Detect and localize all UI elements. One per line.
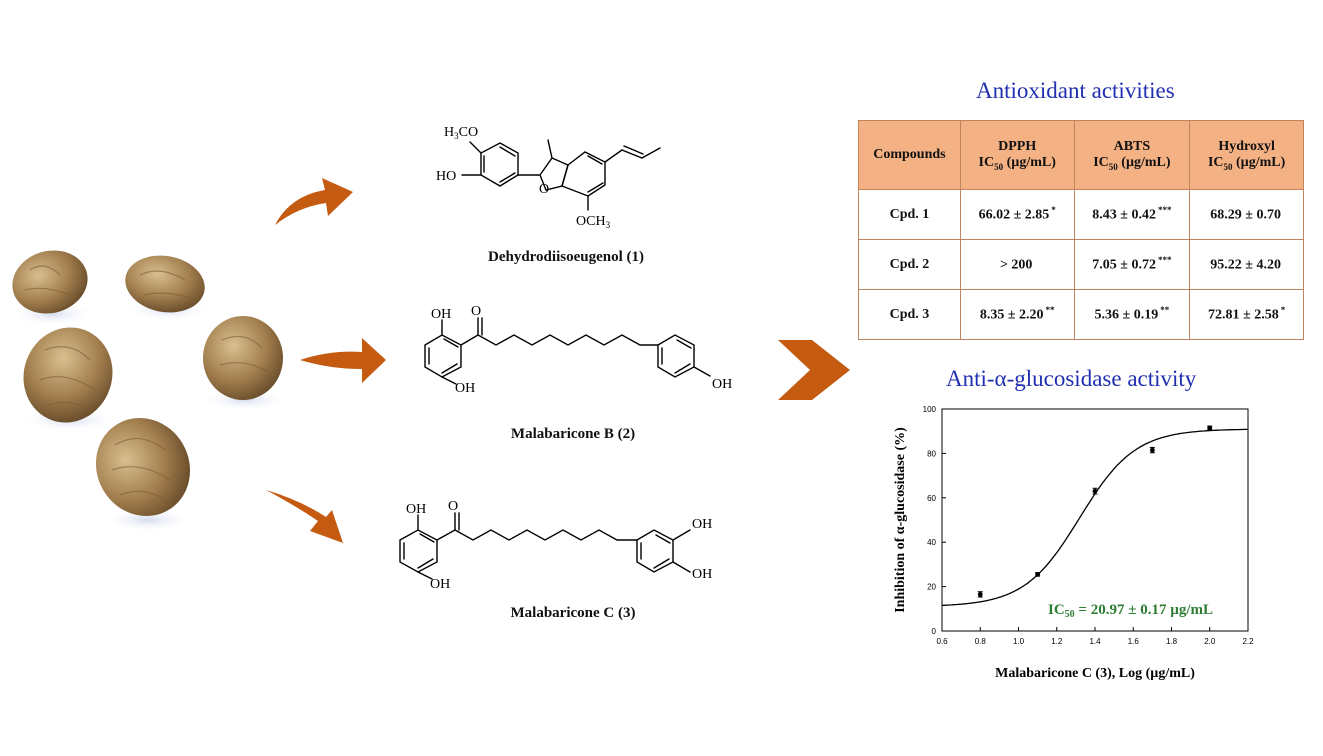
c2-oh-top-label: OH (431, 307, 451, 322)
point-marker (977, 591, 983, 597)
point-marker (1207, 425, 1213, 431)
c2-o-label: O (471, 304, 481, 319)
data-point (977, 591, 983, 598)
x-tick-label: 2.2 (1242, 637, 1254, 646)
ic50-annotation: IC50 = 20.97 ± 0.17 µg/mL (1048, 602, 1213, 620)
c3-o-label: O (448, 499, 458, 514)
y-tick-label: 40 (927, 538, 936, 547)
data-point (1092, 487, 1098, 495)
chemical-structures: H3CO HO O OCH3 OH O OH OH OH O OH OH OH (399, 125, 732, 592)
x-axis-label: Malabaricone C (3), Log (µg/mL) (995, 666, 1195, 681)
nut-2 (125, 255, 210, 321)
plot-frame (941, 408, 1249, 632)
table-row: Cpd. 2 > 200 7.05 ± 0.72*** 95.22 ± 4.20 (858, 239, 1304, 290)
row-label: Cpd. 3 (858, 289, 961, 340)
cell-dpph: 8.35 ± 2.20** (959, 289, 1075, 340)
header-compounds: Compounds (858, 120, 961, 190)
c1-och3-label: OCH3 (576, 214, 611, 230)
cell-dpph: > 200 (959, 239, 1075, 290)
table-row: Cpd. 3 8.35 ± 2.20** 5.36 ± 0.19** 72.81… (858, 289, 1304, 340)
data-point (1207, 425, 1213, 431)
compound-name-2: Malabaricone B (2) (510, 426, 636, 442)
c3-oh-bottom-label: OH (430, 577, 450, 592)
nut-3 (22, 327, 118, 432)
data-point (1149, 446, 1155, 454)
structure-malabaricone-b (424, 317, 711, 385)
cell-abts: 7.05 ± 0.72*** (1073, 239, 1191, 290)
arrow-to-compound-3 (266, 490, 343, 543)
nutmeg-seeds-image (8, 250, 289, 532)
x-tick-label: 0.8 (975, 637, 987, 646)
cell-hydroxyl: 72.81 ± 2.58* (1189, 289, 1304, 340)
cell-dpph: 66.02 ± 2.85* (959, 189, 1075, 240)
row-label: Cpd. 2 (858, 239, 961, 290)
c1-o-label: O (539, 182, 549, 197)
point-marker (1035, 571, 1041, 577)
point-marker (1149, 447, 1155, 453)
c2-oh-right-label: OH (712, 377, 732, 392)
c1-ho-label: HO (436, 169, 456, 184)
x-tick-label: 1.2 (1051, 637, 1063, 646)
cell-hydroxyl: 68.29 ± 0.70 (1189, 189, 1304, 240)
fit-curve (941, 428, 1248, 607)
glucosidase-title: Anti-α-glucosidase activity (946, 366, 1197, 391)
structure-dehydrodiisoeugenol (461, 139, 661, 211)
y-tick-label: 60 (927, 494, 936, 503)
compound-name-1: Dehydrodiisoeugenol (1) (488, 249, 644, 265)
x-tick-label: 1.0 (1013, 637, 1025, 646)
y-tick-label: 0 (932, 627, 937, 636)
compound-name-3: Malabaricone C (3) (510, 605, 636, 621)
table-row: Cpd. 1 66.02 ± 2.85* 8.43 ± 0.42*** 68.2… (858, 189, 1304, 240)
x-tick-label: 1.6 (1128, 637, 1140, 646)
y-tick-label: 80 (927, 449, 936, 458)
nut-1 (8, 250, 96, 326)
data-point (1035, 571, 1041, 577)
x-tick-label: 0.6 (936, 637, 948, 646)
nut-4 (201, 316, 289, 411)
c3-oh-r1-label: OH (692, 517, 712, 532)
x-tick-label: 1.8 (1166, 637, 1178, 646)
point-marker (1092, 488, 1098, 494)
cell-abts: 8.43 ± 0.42*** (1073, 189, 1191, 240)
arrow-to-compound-2 (300, 338, 386, 383)
row-label: Cpd. 1 (858, 189, 961, 240)
y-axis-label: Inhibition of α-glucosidase (%) (893, 427, 908, 613)
arrow-to-results (778, 340, 850, 400)
c2-oh-bottom-label: OH (455, 381, 475, 396)
c3-oh-top-label: OH (406, 502, 426, 517)
structure-malabaricone-c (399, 512, 691, 580)
cell-hydroxyl: 95.22 ± 4.20 (1189, 239, 1304, 290)
cell-abts: 5.36 ± 0.19** (1073, 289, 1191, 340)
arrow-to-compound-1 (275, 178, 353, 225)
x-tick-label: 2.0 (1204, 637, 1216, 646)
nut-5 (95, 417, 194, 532)
antioxidant-title: Antioxidant activities (976, 78, 1175, 103)
y-tick-label: 100 (923, 405, 937, 414)
c1-h3co-label: H3CO (444, 125, 478, 141)
c3-oh-r2-label: OH (692, 567, 712, 582)
x-tick-label: 1.4 (1089, 637, 1101, 646)
y-tick-label: 20 (927, 583, 936, 592)
